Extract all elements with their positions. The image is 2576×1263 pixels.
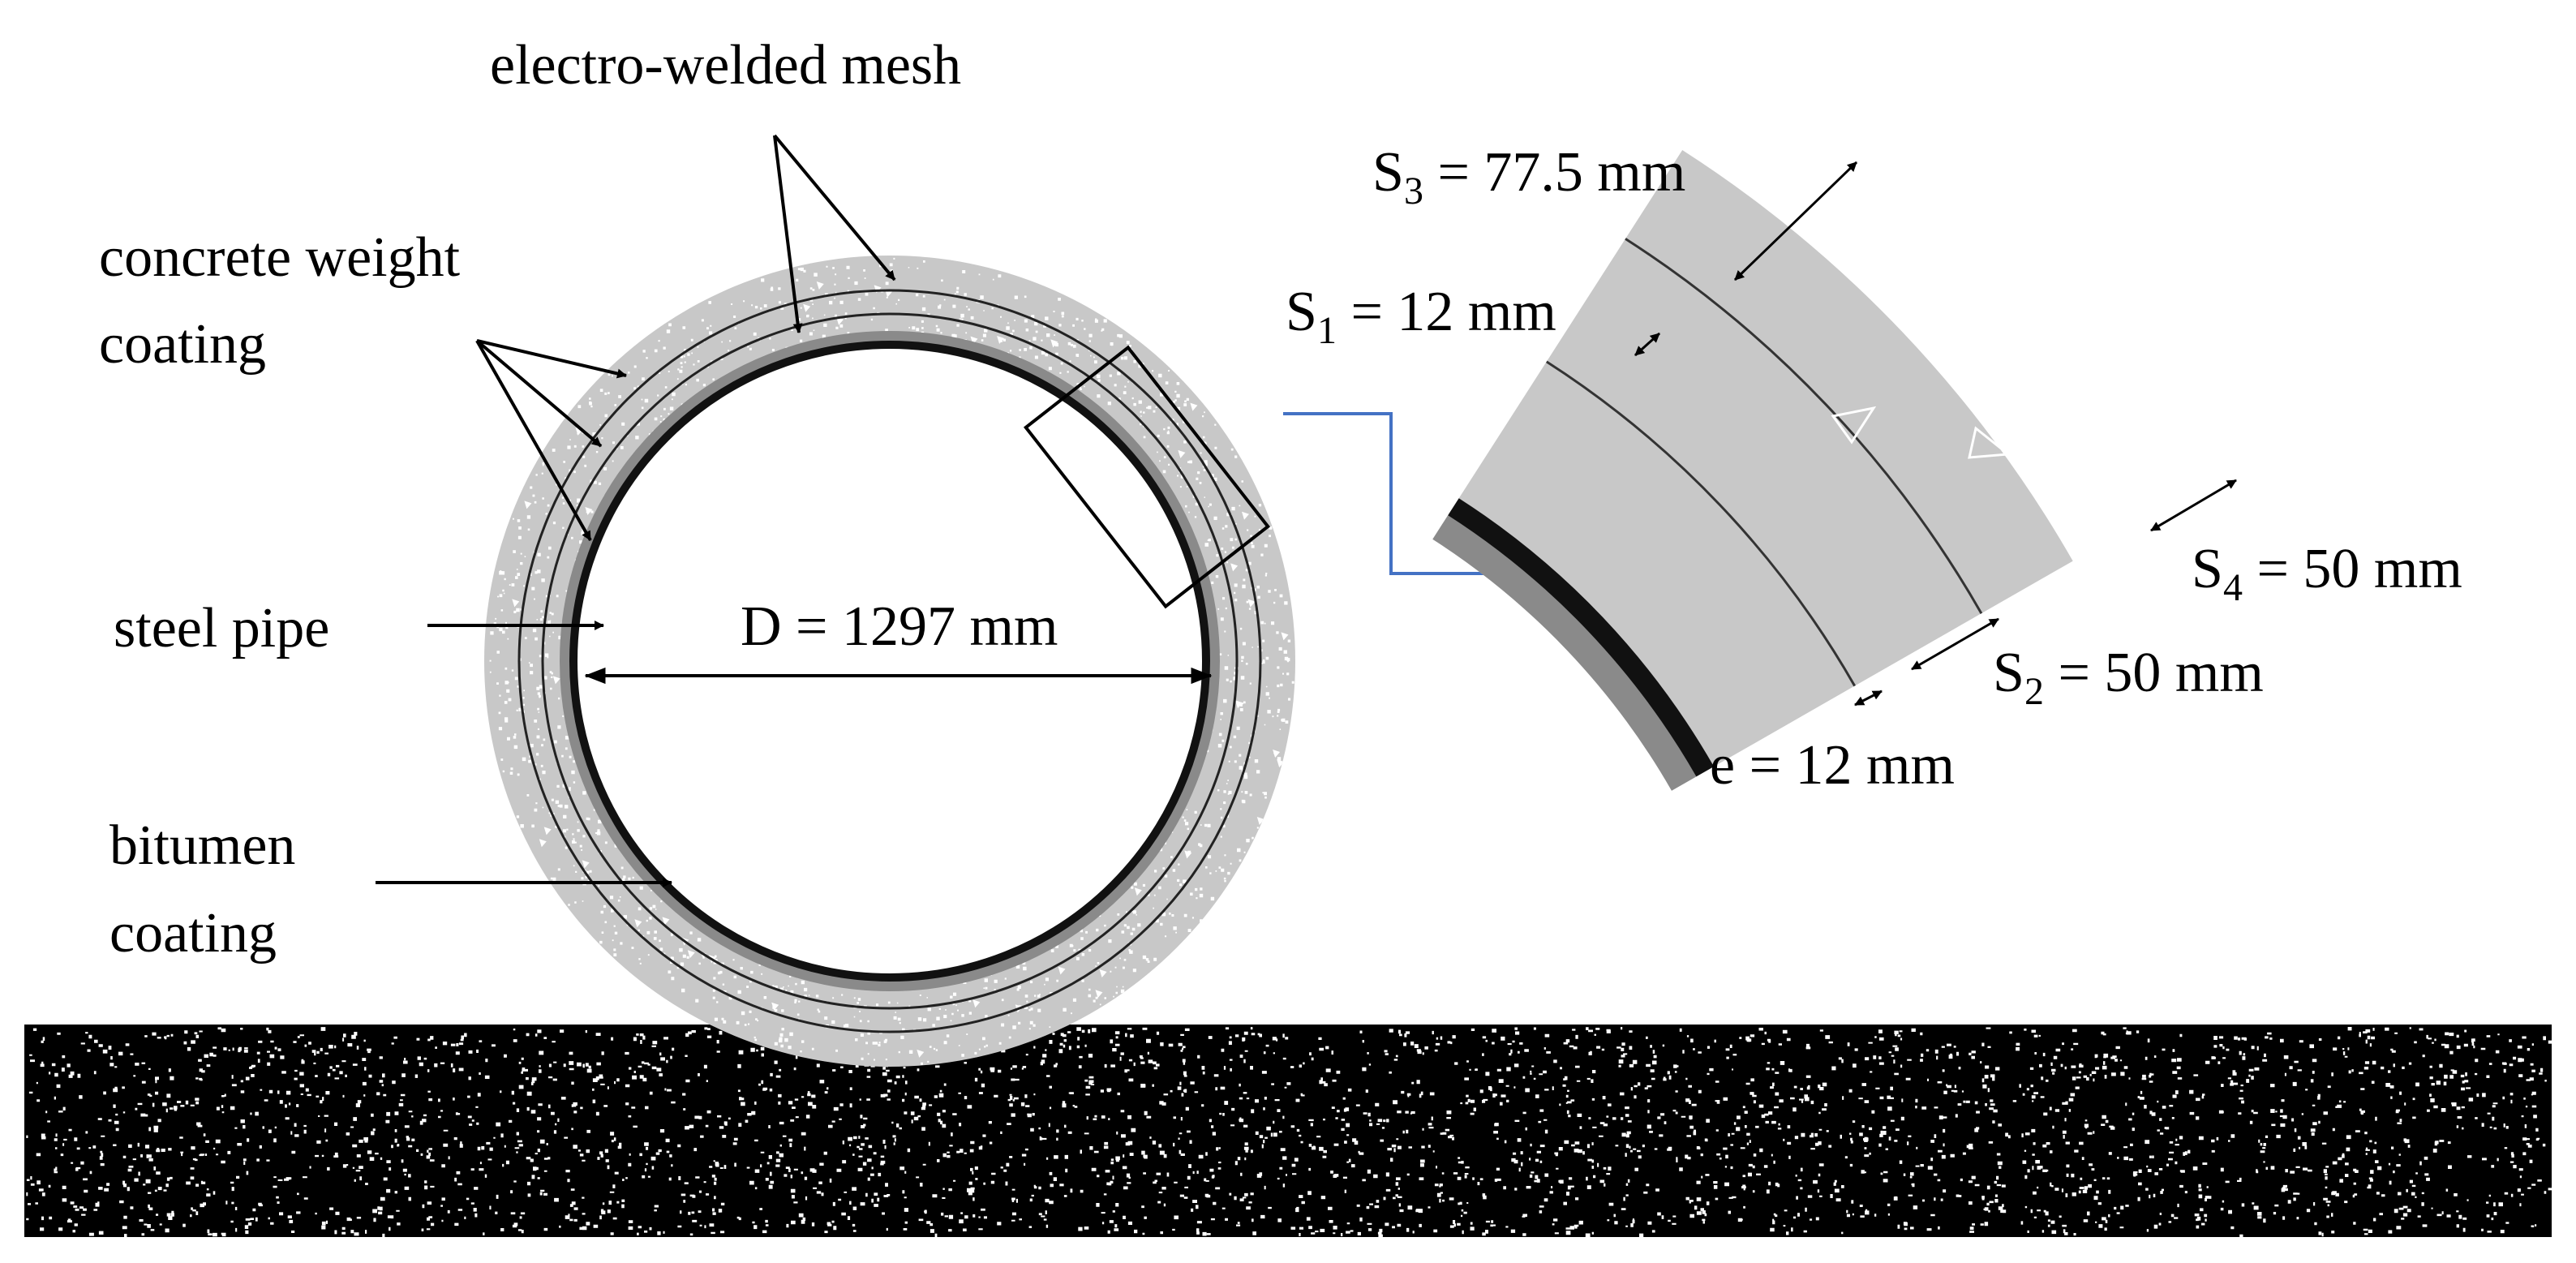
- s4-subscript: 4: [2223, 566, 2243, 609]
- concrete-label-line2: coating: [99, 313, 266, 376]
- s3-value: = 77.5 mm: [1423, 141, 1685, 204]
- s2-label: S2 = 50 mm: [1993, 642, 2264, 713]
- bitumen-coating-ring: [560, 331, 1220, 991]
- s1-dimension-arrow: [1634, 332, 1661, 357]
- s1-subscript: 1: [1317, 309, 1337, 352]
- detail-steel-band: [1448, 498, 1715, 777]
- concrete-label-line1: concrete weight: [99, 226, 461, 289]
- s3-subscript: 3: [1404, 170, 1423, 213]
- s3-label: S3 = 77.5 mm: [1372, 141, 1685, 213]
- pipe-cross-section: [484, 256, 1295, 1067]
- outer-mesh-ring: [517, 289, 1262, 1033]
- s2-value: = 50 mm: [2044, 642, 2264, 704]
- e-label: e = 12 mm: [1710, 734, 1955, 797]
- inner-mesh-ring: [541, 312, 1239, 1010]
- e-dimension-arrow: [1854, 689, 1883, 707]
- detail-aggregate-1: [1831, 406, 1877, 445]
- detail-aggregate-3: [2113, 341, 2170, 375]
- s4-symbol: S: [2192, 538, 2223, 600]
- detail-mesh-line-1: [1545, 360, 1857, 687]
- s3-symbol: S: [1372, 141, 1404, 204]
- s1-symbol: S: [1286, 281, 1317, 343]
- diameter-label: D = 1297 mm: [741, 595, 1058, 658]
- seabed-ground: [24, 1025, 2553, 1238]
- s2-subscript: 2: [2024, 670, 2044, 713]
- s4-dimension-arrow: [2150, 479, 2237, 532]
- bitumen-label-line1: bitumen: [109, 814, 295, 877]
- mesh-leader-outer: [773, 134, 896, 281]
- concrete-leader-1: [476, 339, 627, 379]
- s2-symbol: S: [1993, 642, 2024, 704]
- s4-label: S4 = 50 mm: [2192, 538, 2462, 609]
- steel-pipe-label: steel pipe: [114, 597, 329, 659]
- s1-value: = 12 mm: [1337, 281, 1556, 343]
- s2-dimension-arrow: [1911, 617, 1999, 671]
- detail-aggregate-2: [1968, 426, 2011, 459]
- concrete-leader-3: [475, 340, 592, 541]
- steel-pipe-wall: [569, 341, 1210, 982]
- seabed-fill: [24, 1025, 2552, 1237]
- mesh-leader-inner: [773, 135, 803, 333]
- detail-mesh-line-2: [1625, 238, 1983, 614]
- detail-bitumen-band: [1432, 515, 1697, 791]
- concrete-leader-2: [475, 339, 603, 448]
- s1-label: S1 = 12 mm: [1286, 281, 1556, 352]
- s4-value: = 50 mm: [2243, 538, 2462, 600]
- detail-region-box: [1023, 345, 1271, 609]
- bitumen-label-line2: coating: [109, 902, 277, 964]
- mesh-label: electro-welded mesh: [490, 34, 961, 97]
- detail-concrete-band: [1432, 150, 2073, 791]
- s3-dimension-arrow: [1733, 161, 1858, 281]
